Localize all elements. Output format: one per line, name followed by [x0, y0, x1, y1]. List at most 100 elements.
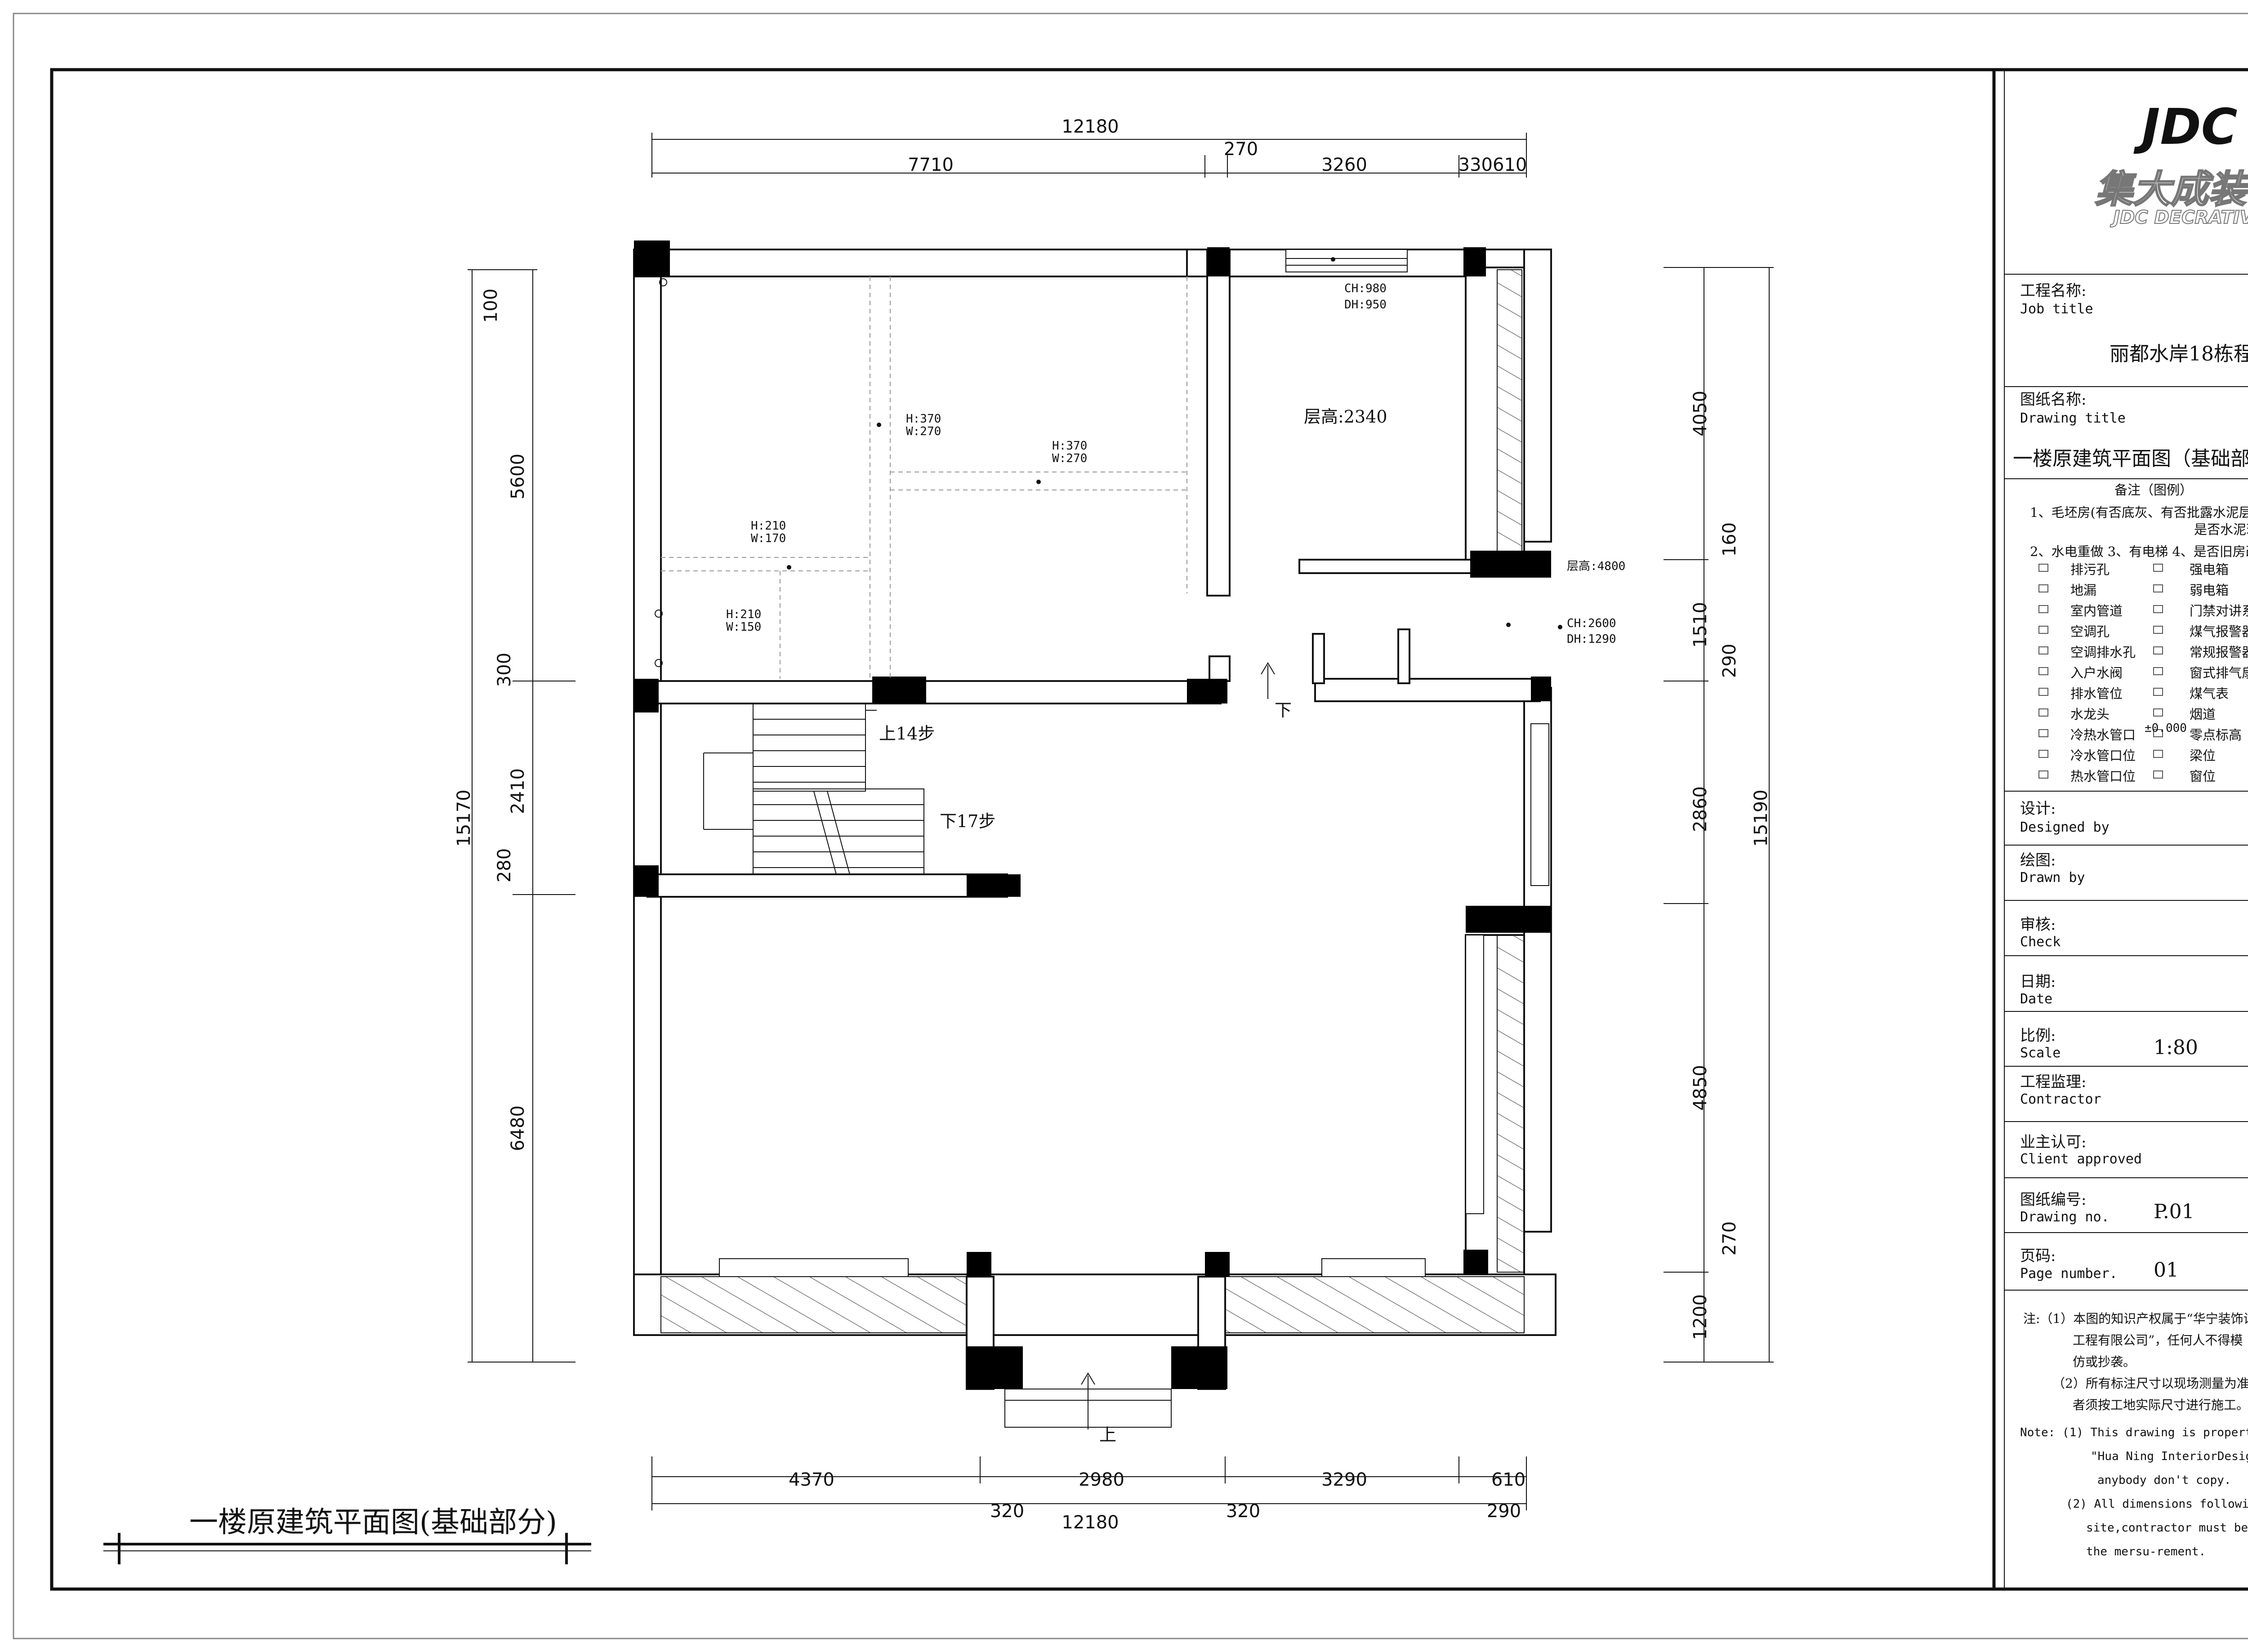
note-cn-line: （2）所有标注尺寸以现场测量为准，施工: [2052, 1376, 2248, 1391]
note-cn-line: 者须按工地实际尺寸进行施工。: [2073, 1398, 2248, 1412]
window1-ch: CH:980: [1344, 282, 1387, 295]
inner-frame: [50, 68, 2248, 1591]
legend-symbol-icon: [2038, 688, 2048, 696]
drawing-no-value: P.01: [2154, 1200, 2194, 1223]
legend-symbol-icon: [2038, 729, 2048, 737]
dim-left-6: 6480: [508, 1105, 528, 1151]
dim-left-4: 2410: [508, 768, 528, 814]
hatched-wall-4: [1225, 1276, 1525, 1333]
legend-right-item: 常规报警器: [2190, 645, 2248, 660]
legend-right-column: 强电箱弱电箱门禁对讲系统煤气报警器常规报警器窗式排气扇煤气表烟道零点标高梁位窗位: [2153, 562, 2248, 784]
dim-bottom2-2: 320: [1226, 1501, 1260, 1522]
hole4-w: W:150: [726, 620, 761, 634]
note-en-line: anybody don't copy.: [2097, 1474, 2231, 1487]
notes-cn: 注:（1）本图的知识产权属于“华宁装饰设计工程有限公司”，任何人不得模仿或抄袭。…: [2023, 1311, 2248, 1412]
legend-symbol-icon: [2038, 770, 2048, 779]
dim-top-2: 270: [1224, 139, 1258, 160]
window2-dh: DH:1290: [1567, 632, 1616, 646]
dim-bottom2-1: 320: [990, 1501, 1024, 1522]
legend-left-item: 水龙头: [2070, 707, 2110, 722]
legend-left-item: 入户水阀: [2070, 665, 2123, 681]
dim-right-3: 1510: [1690, 602, 1711, 648]
arrow-up-label: 上: [1099, 1425, 1116, 1445]
dim-top-4: 330610: [1459, 155, 1527, 175]
dim-top-total: 12180: [1062, 116, 1119, 137]
drawn-label: 绘图:: [2020, 851, 2056, 869]
page-value: 01: [2154, 1259, 2179, 1282]
note-cn-line: 仿或抄袭。: [2073, 1354, 2136, 1369]
legend-symbol-icon: [2038, 626, 2048, 634]
note-en-line: "Hua Ning InteriorDesign",: [2091, 1450, 2248, 1463]
dim-right-6: 4850: [1690, 1065, 1711, 1111]
dim-bottom-1: 4370: [789, 1469, 834, 1490]
dim-left-5: 280: [494, 848, 515, 882]
dim-right-7: 270: [1719, 1221, 1740, 1256]
note-cn-line: 注:（1）本图的知识产权属于“华宁装饰设计: [2023, 1311, 2248, 1326]
legend-title: 备注（图例）: [2114, 482, 2193, 498]
dim-left-3: 300: [494, 653, 515, 687]
legend-symbol-icon: [2153, 729, 2163, 737]
dim-bottom-4: 610: [1491, 1469, 1525, 1490]
dim-right-5: 2860: [1690, 786, 1711, 832]
drawing-no-label-en: Drawing no.: [2020, 1209, 2110, 1225]
legend-symbol-icon: [2038, 564, 2048, 572]
job-title-label: 工程名称:: [2020, 282, 2086, 300]
columns: [634, 240, 1551, 1389]
dim-left-2: 5600: [508, 454, 528, 499]
legend-symbol-icon: [2153, 626, 2163, 634]
dim-left-total: 15170: [454, 789, 474, 846]
date-label-en: Date: [2020, 991, 2052, 1007]
dim-bottom2-3: 290: [1487, 1501, 1521, 1522]
outer-frame: [13, 13, 2248, 1639]
legend-symbol-icon: [2038, 667, 2048, 675]
check-label: 审核:: [2020, 916, 2056, 934]
hole1-h: H:370: [906, 412, 941, 426]
date-label: 日期:: [2020, 973, 2056, 991]
legend-symbol-icon: [2153, 646, 2163, 655]
client-label: 业主认可:: [2020, 1133, 2086, 1151]
beam-lines: [661, 276, 1187, 679]
notes-en: Note: (1) This drawing is property of "Hu…: [2020, 1426, 2248, 1558]
dim-bottom-total: 12180: [1062, 1512, 1119, 1533]
hatched-wall-1: [1497, 269, 1522, 558]
plan-title: 一楼原建筑平面图(基础部分): [189, 1506, 557, 1539]
scale-label: 比例:: [2020, 1027, 2056, 1045]
legend-left-item: 排污孔: [2070, 562, 2110, 577]
legend-symbol-icon: [2038, 646, 2048, 655]
dim-bottom-2: 2980: [1079, 1469, 1124, 1490]
hatched-wall-2: [1497, 935, 1525, 1273]
legend-left-column: 排污孔地漏室内管道空调孔空调排水孔入户水阀排水管位水龙头冷热水管口冷水管口位热水…: [2038, 562, 2136, 784]
legend-symbol-icon: [2038, 750, 2048, 758]
note-en-line: Note: (1) This drawing is property of: [2020, 1426, 2248, 1439]
window1-dh: DH:950: [1344, 298, 1387, 312]
hole2-w: W:270: [1052, 452, 1087, 465]
note-cn-line: 工程有限公司”，任何人不得模: [2073, 1333, 2243, 1348]
hole2-h: H:370: [1052, 439, 1087, 453]
dim-top-1: 7710: [908, 155, 954, 175]
window2-ch: CH:2600: [1567, 617, 1616, 630]
markers: [787, 257, 1562, 629]
legend-left-item: 室内管道: [2070, 603, 2123, 619]
job-title-value: 丽都水岸18栋程先生别墅: [2110, 343, 2248, 365]
hole3-w: W:170: [751, 532, 786, 545]
stair-down-label: 下17步: [940, 811, 995, 831]
drain-markers: [655, 278, 667, 667]
scale-value: 1:80: [2154, 1036, 2198, 1059]
brand-en: JDC DECRATIVE: [2110, 207, 2248, 228]
staircase: [703, 703, 924, 875]
dim-right-4: 290: [1719, 644, 1740, 678]
dim-right-total: 15190: [1751, 789, 1771, 846]
legend-right-item: 零点标高: [2190, 727, 2242, 743]
hole4-h: H:210: [726, 608, 761, 621]
hole1-w: W:270: [906, 425, 941, 438]
dim-right-2: 160: [1719, 522, 1740, 557]
drawing-title-label-en: Drawing title: [2020, 410, 2126, 426]
page-label-en: Page number.: [2020, 1266, 2118, 1282]
jdc-logo: JDC: [2133, 98, 2238, 156]
legend-symbol-icon: [2038, 708, 2048, 717]
windows: [719, 249, 1549, 1277]
job-title-label-en: Job title: [2020, 301, 2093, 317]
legend-right-item: 窗位: [2190, 769, 2216, 784]
scale-label-en: Scale: [2020, 1045, 2061, 1061]
